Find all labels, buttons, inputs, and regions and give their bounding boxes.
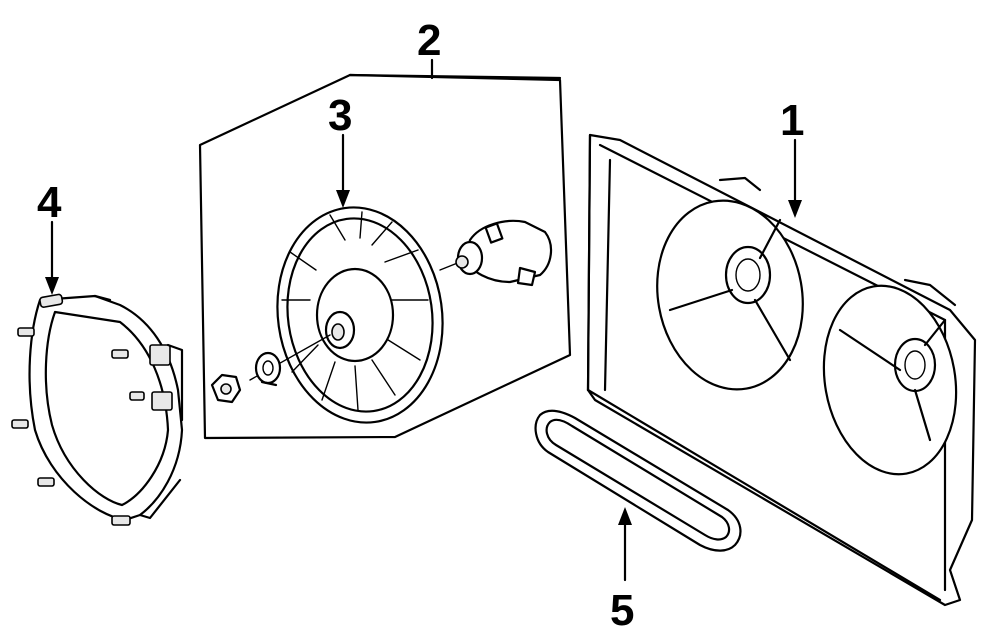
- leader-lines: [45, 58, 802, 582]
- part-1-shroud: [586, 133, 977, 607]
- callout-5: 5: [610, 586, 634, 635]
- part-5-seal: [534, 409, 742, 552]
- part-4-fan-ring: [11, 293, 184, 526]
- nut: [210, 373, 242, 404]
- callout-3: 3: [328, 91, 352, 140]
- callout-4: 4: [37, 178, 62, 227]
- callout-1: 1: [780, 96, 804, 145]
- callout-2: 2: [417, 16, 441, 65]
- part-3-fan-blade: [276, 206, 444, 424]
- washer: [254, 351, 282, 387]
- motor: [455, 219, 553, 287]
